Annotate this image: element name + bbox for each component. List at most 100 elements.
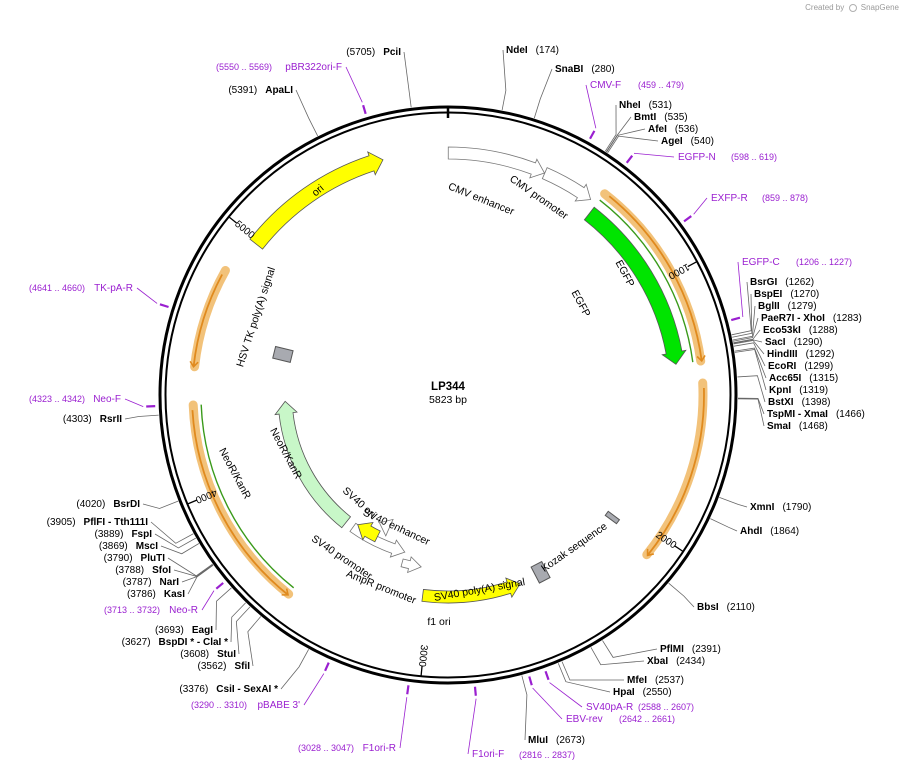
enzyme-stui[interactable]: StuI(3608) [180, 606, 251, 660]
feature-f1-ori[interactable] [421, 577, 521, 604]
plasmid-name: LP344 [431, 381, 465, 393]
enzyme-saci[interactable]: SacI(1290) [733, 337, 822, 348]
enzyme-sfoi[interactable]: SfoI(3788) [115, 564, 214, 577]
enzyme-nhei[interactable]: NheI(531) [604, 100, 672, 152]
enzyme-bstxi-name: BstXI [768, 397, 794, 408]
enzyme-agei-leader [607, 135, 659, 154]
feature-sv40-poly-a-signal[interactable] [530, 560, 551, 584]
enzyme-msci[interactable]: MscI(3869) [99, 541, 200, 555]
enzyme-kpni[interactable]: KpnI(1319) [734, 348, 828, 396]
enzyme-hpai[interactable]: HpaI(2550) [557, 663, 672, 698]
enzyme-saci-position: (1290) [794, 337, 823, 348]
enzyme-eagi-position: (3693) [155, 625, 184, 636]
enzyme-bbsi[interactable]: BbsI(2110) [668, 582, 755, 613]
feature-cmv-enhancer[interactable] [447, 146, 546, 179]
primer-f1ori-f-range: (2816 .. 2837) [519, 750, 575, 760]
primer-pbr322ori-f-mark[interactable] [362, 104, 367, 115]
feature-cmv-promoter[interactable] [541, 167, 592, 202]
enzyme-eco53ki-name: Eco53kI [763, 325, 801, 336]
watermark-prefix: Created by [805, 3, 845, 12]
enzyme-csii-sexai[interactable]: CsiI - SexAI *(3376) [179, 649, 310, 695]
enzyme-eco53ki[interactable]: Eco53kI(1288) [733, 325, 838, 344]
enzyme-bspei-name: BspEI [754, 289, 783, 300]
feature-ampr-promoter[interactable] [400, 556, 422, 574]
enzyme-nari-name: NarI [160, 577, 180, 588]
enzyme-fspi[interactable]: FspI(3889) [95, 529, 196, 549]
primer-egfp-c-leader [737, 261, 744, 318]
enzyme-hindiii-name: HindIII [767, 349, 798, 360]
primer-ebv-rev-mark[interactable] [528, 676, 533, 686]
feature-hsv-tk-poly-a-signal[interactable] [272, 345, 294, 364]
enzyme-apali[interactable]: ApaLI(5391) [228, 85, 319, 137]
primer-tk-pa-r-mark[interactable] [159, 303, 169, 309]
enzyme-hindiii-leader [733, 340, 765, 355]
primer-f1ori-f-mark[interactable] [473, 686, 477, 696]
enzyme-bsrgi[interactable]: BsrGI(1262) [731, 277, 814, 336]
enzyme-eagi[interactable]: EagI(3693) [155, 587, 232, 636]
primer-pbabe-3-mark[interactable] [324, 662, 330, 672]
enzyme-bspdi-clai-name: BspDI * - ClaI * [159, 637, 229, 648]
enzyme-msci-name: MscI [136, 541, 158, 552]
enzyme-pflfi-tth111i-position: (3905) [47, 517, 76, 528]
feature-label-kozak-sequence: Kozak sequence [539, 520, 610, 574]
enzyme-ahdi[interactable]: AhdI(1864) [710, 518, 799, 537]
enzyme-xmni[interactable]: XmnI(1790) [719, 496, 811, 513]
enzyme-hindiii[interactable]: HindIII(1292) [733, 340, 834, 360]
enzyme-bsrdi[interactable]: BsrDI(4020) [76, 499, 179, 510]
primer-sv40pa-r-mark[interactable] [544, 670, 550, 681]
enzyme-paer7i-xhoi[interactable]: PaeR7I - XhoI(1283) [732, 313, 862, 342]
enzyme-ahdi-position: (1864) [770, 526, 799, 537]
enzyme-bmti-position: (535) [664, 112, 687, 123]
enzyme-mfei[interactable]: MfeI(2537) [561, 661, 684, 686]
enzyme-pluti[interactable]: PluTI(3790) [104, 553, 213, 577]
enzyme-pflmi[interactable]: PflMI(2391) [602, 640, 721, 658]
enzyme-snabi[interactable]: SnaBI(280) [533, 64, 615, 119]
enzyme-tspmi-xmai[interactable]: TspMI - XmaI(1466) [737, 397, 865, 420]
enzyme-bspdi-clai[interactable]: BspDI * - ClaI *(3627) [122, 602, 246, 648]
enzyme-xbai[interactable]: XbaI(2434) [590, 647, 705, 667]
enzyme-mlui[interactable]: MluI(2673) [521, 675, 585, 746]
primer-egfp-n-mark[interactable] [625, 155, 634, 164]
primer-cmv-f-leader [585, 84, 597, 129]
orf-layer [188, 189, 708, 599]
orf-arrowhead-1 [646, 548, 654, 557]
enzyme-paer7i-xhoi-leader [732, 317, 759, 342]
enzyme-ndei[interactable]: NdeI(174) [501, 45, 559, 111]
enzyme-bstxi[interactable]: BstXI(1398) [737, 375, 830, 408]
feature-egfp[interactable] [583, 206, 687, 365]
enzyme-rsrii[interactable]: RsrII(4303) [63, 414, 159, 425]
feature-ori[interactable] [249, 151, 384, 250]
enzyme-pcii[interactable]: PciI(5705) [346, 47, 412, 108]
enzyme-acc65i[interactable]: Acc65I(1315) [734, 347, 838, 384]
enzyme-bglii[interactable]: BglII(1279) [732, 301, 817, 341]
primer-neo-r-mark[interactable] [215, 582, 224, 590]
enzyme-csii-sexai-leader [280, 649, 310, 690]
enzyme-saci-leader [733, 339, 763, 344]
primer-cmv-f-mark[interactable] [589, 130, 596, 140]
feature-sv40-enhancer[interactable] [378, 518, 394, 537]
enzyme-apali-leader [295, 89, 319, 137]
enzyme-agei[interactable]: AgeI(540) [607, 135, 714, 154]
enzyme-bspei[interactable]: BspEI(1270) [732, 289, 819, 338]
feature-sv40-ori[interactable] [357, 522, 381, 543]
enzyme-pflfi-tth111i[interactable]: PflFI - Tth111I (3905) [47, 517, 194, 544]
enzyme-smai-name: SmaI [767, 421, 791, 432]
primer-egfp-c-mark[interactable] [730, 316, 741, 322]
enzyme-pflmi-position: (2391) [692, 644, 721, 655]
primer-f1ori-r-mark[interactable] [406, 685, 410, 695]
primer-exfp-r-mark[interactable] [683, 215, 692, 223]
orf-band-2 [188, 400, 294, 599]
tick-5000 [228, 216, 238, 224]
enzyme-afei[interactable]: AfeI(536) [606, 124, 699, 153]
enzyme-smai[interactable]: SmaI(1468) [737, 398, 828, 432]
enzyme-pflfi-tth111i-name: PflFI - Tth111I [84, 517, 149, 528]
feature-neor-kanr[interactable] [274, 400, 352, 529]
enzyme-ecori[interactable]: EcoRI(1299) [733, 342, 833, 372]
orf-arrowhead-0 [696, 355, 706, 363]
enzyme-snabi-name: SnaBI [555, 64, 584, 75]
feature-kozak-sequence[interactable] [604, 510, 621, 525]
enzyme-csii-sexai-position: (3376) [179, 684, 208, 695]
primer-layer: CMV-F(459 .. 479)EGFP-N(598 .. 619)EGFP-… [29, 62, 852, 760]
enzyme-sfii[interactable]: SfiI(3562) [198, 616, 262, 672]
